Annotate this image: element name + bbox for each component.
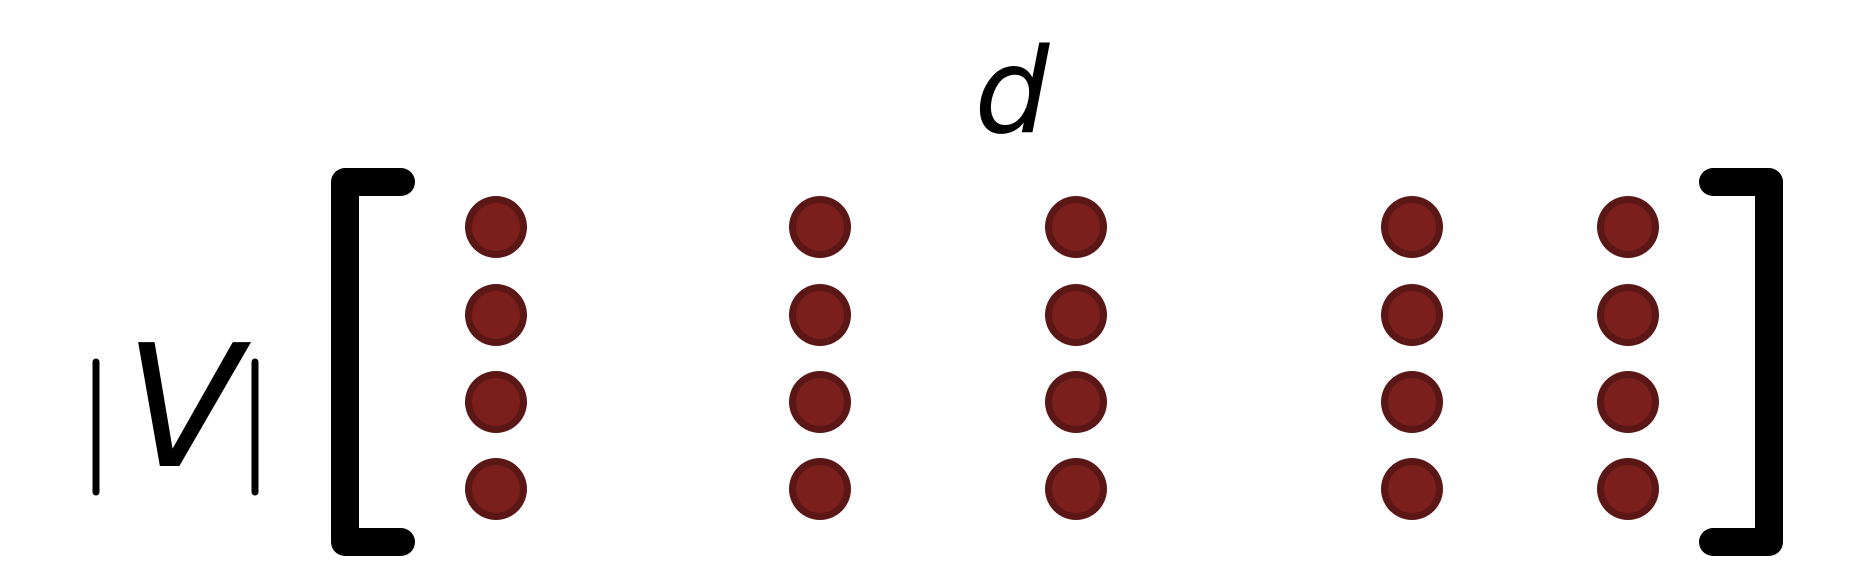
matrix-dot	[1381, 371, 1443, 433]
matrix-dot	[789, 284, 851, 346]
matrix-dot	[1381, 196, 1443, 258]
matrix-dot	[1597, 458, 1659, 520]
matrix-dot	[1045, 371, 1107, 433]
rows-label-letter: V	[125, 309, 252, 507]
matrix-dot	[465, 458, 527, 520]
matrix-dot	[465, 196, 527, 258]
matrix-dot	[789, 196, 851, 258]
matrix-dot	[1045, 196, 1107, 258]
matrix-dot	[465, 371, 527, 433]
matrix-dot	[465, 284, 527, 346]
matrix-dot	[1597, 371, 1659, 433]
matrix-dot	[789, 458, 851, 520]
left-bracket	[331, 168, 415, 556]
matrix-dot-grid	[465, 196, 1659, 520]
rows-dimension-label: V	[92, 309, 259, 507]
right-bracket	[1699, 168, 1783, 556]
matrix-dot	[1045, 284, 1107, 346]
matrix-dot	[789, 371, 851, 433]
columns-dimension-label: d	[975, 22, 1051, 160]
matrix-dot	[1045, 458, 1107, 520]
matrix-dot	[1597, 196, 1659, 258]
matrix-dot	[1597, 284, 1659, 346]
matrix-dot	[1381, 458, 1443, 520]
matrix-dot	[1381, 284, 1443, 346]
